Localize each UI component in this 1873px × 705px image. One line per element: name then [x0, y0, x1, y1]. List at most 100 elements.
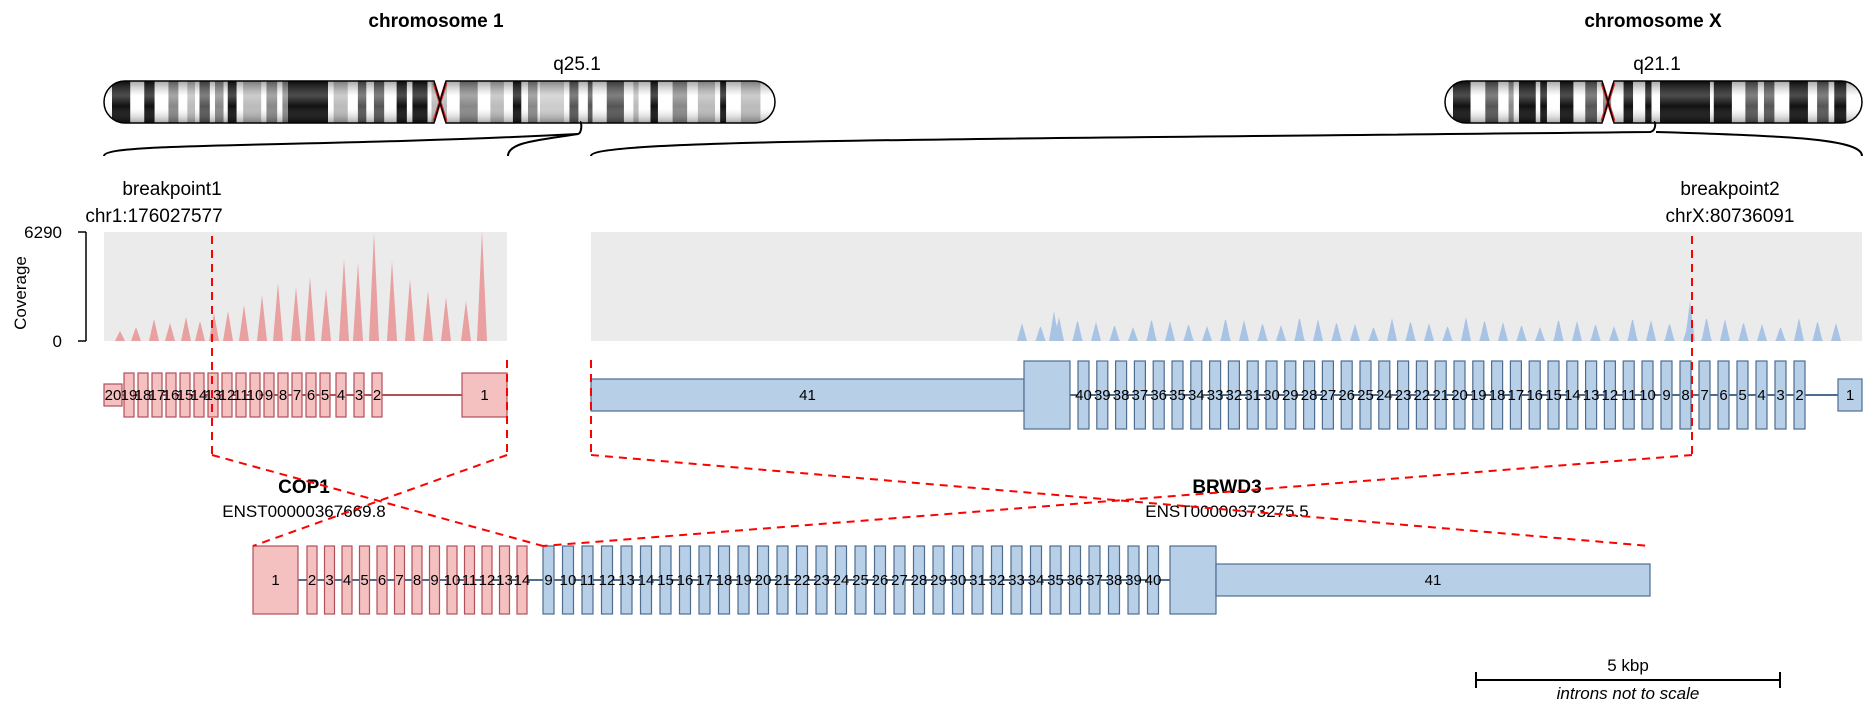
gene2-exon-label: 13	[1583, 387, 1600, 404]
fusion-gene2-exon	[698, 545, 711, 615]
gene1-name: COP1	[278, 477, 330, 498]
gene1-exon	[353, 372, 365, 418]
gene2-exon-label: 8	[1681, 387, 1689, 404]
gene2-exon	[1736, 360, 1749, 430]
fusion-gene2-exon	[971, 545, 984, 615]
gene2-exon-label: 41	[799, 387, 816, 404]
gene1-exon	[319, 372, 331, 418]
gene1-exon-label: 3	[355, 387, 363, 404]
gene1-exon-label: 7	[293, 387, 301, 404]
breakpoint1-coordinate: chr1:176027577	[85, 206, 222, 227]
fusion-gene2-exon	[1049, 545, 1062, 615]
fusion-gene1-exon-label: 6	[378, 572, 386, 589]
fusion-gene2-exon	[873, 545, 887, 615]
gene1-exon-label: 10	[247, 387, 264, 404]
gene1-exon-label: 12	[219, 387, 236, 404]
gene2-exon-label: 30	[1263, 387, 1280, 404]
coverage-gene2-area	[591, 301, 1862, 341]
fusion-gene1-exon	[358, 545, 371, 615]
fusion-gene1-exon	[463, 545, 476, 615]
gene1-exon-label: 19	[121, 387, 138, 404]
gene2-exon-label: 40	[1075, 387, 1092, 404]
breakpoint1-label: breakpoint1	[122, 179, 221, 200]
chromosome1-ideogram	[103, 80, 776, 124]
gene1-exon-label: 2	[373, 387, 381, 404]
coverage-axis-label: Coverage	[11, 256, 30, 330]
fusion-gene1-exon	[481, 545, 493, 615]
gene1-exon-label: 5	[321, 387, 329, 404]
gene2-exon	[1717, 360, 1730, 430]
gene2-exon-label: 3	[1776, 387, 1784, 404]
fusion-gene2-exon-label: 16	[677, 572, 694, 589]
gene1-exon-label: 18	[135, 387, 152, 404]
gene2-exon	[1622, 360, 1635, 430]
fusion-gene2-exon-label: 12	[599, 572, 616, 589]
fusion-gene2-exon	[1107, 545, 1121, 615]
gene1-exon-label: 11	[233, 387, 249, 404]
gene2-exon-label: 27	[1320, 387, 1337, 404]
gene1-exon	[123, 372, 135, 418]
coverage-min-label: 0	[53, 332, 62, 351]
fusion-gene2-exon-label: 17	[696, 572, 713, 589]
fusion-gene2-exon-label: 39	[1125, 572, 1142, 589]
gene1-exon	[179, 372, 191, 418]
gene1-exon	[249, 372, 261, 418]
fusion-gene2-exon-label: 25	[852, 572, 869, 589]
gene1-exon-label: 20	[105, 387, 122, 404]
fusion-gene2-exon-label: 11	[580, 572, 596, 589]
gene2-exon	[1547, 360, 1560, 430]
fusion-gene1-exon-label: 10	[444, 572, 461, 589]
fusion-gene2-exon	[990, 545, 1004, 615]
zoom-brace-chr1-left	[103, 121, 583, 157]
fusion-gene2-exon-label: 24	[833, 572, 850, 589]
fusion-gene1-exon-label: 8	[413, 572, 421, 589]
gene2-exon-label: 39	[1094, 387, 1111, 404]
chromosomeX-title: chromosome X	[1584, 11, 1722, 32]
fusion-gene2-exon-label: 28	[911, 572, 928, 589]
fusion-gene2-exon	[776, 545, 789, 615]
gene2-exon	[1378, 360, 1391, 430]
chromosomeX-band-label: q21.1	[1633, 54, 1681, 75]
fusion-gene2-exon	[834, 545, 848, 615]
fusion-gene2-exon	[717, 545, 731, 615]
gene2-exon-label: 6	[1719, 387, 1727, 404]
fusion-gene2-exon-label: 27	[891, 572, 908, 589]
gene1-exon	[335, 372, 347, 418]
fusion-gene2-exon	[1068, 545, 1082, 615]
fusion-gene2-exon-label: 40	[1145, 572, 1162, 589]
gene2-exon-label: 28	[1301, 387, 1318, 404]
fusion-gene2-exon-label: 30	[950, 572, 967, 589]
fusion-gene1-exon	[252, 545, 299, 615]
fusion-gene2-exon	[600, 545, 614, 615]
fusion-gene2-exon-label: 20	[755, 572, 772, 589]
fusion-gene2-exon	[854, 545, 867, 615]
fusion-gene2-exon-label: 32	[989, 572, 1006, 589]
gene2-exon-label: 24	[1376, 387, 1393, 404]
fusion-gene2-exon-label: 35	[1047, 572, 1064, 589]
gene2-exon	[1077, 360, 1090, 430]
gene1-exon	[103, 383, 123, 407]
fusion-gene2-exon-label: 41	[1425, 572, 1442, 589]
scale-bar-note: introns not to scale	[1557, 684, 1700, 703]
gene1-exon-label: 14	[191, 387, 208, 404]
fusion-gene1-exon-label: 1	[271, 572, 279, 589]
breakpoint-dashed-line	[542, 454, 1693, 547]
fusion-gene2-exon	[659, 545, 672, 615]
gene2-exon-label: 20	[1451, 387, 1468, 404]
gene2-exon-label: 15	[1545, 387, 1562, 404]
breakpoint2-coordinate: chrX:80736091	[1666, 206, 1795, 227]
gene2-exon	[1774, 360, 1787, 430]
gene2-exon	[590, 378, 1025, 412]
gene2-exon	[1584, 360, 1598, 430]
gene2-exon	[1415, 360, 1429, 430]
gene2-exon-label: 35	[1169, 387, 1186, 404]
fusion-gene2-exon	[1146, 545, 1160, 615]
gene2-exon	[1566, 360, 1579, 430]
gene1-transcript-id: ENST00000367669.8	[222, 502, 386, 521]
fusion-gene2-exon	[1029, 545, 1043, 615]
gene2-exon	[1793, 360, 1806, 430]
scale-bar-label: 5 kbp	[1607, 656, 1649, 675]
gene2-exon-label: 22	[1414, 387, 1431, 404]
fusion-gene1-exon-label: 14	[514, 572, 531, 589]
